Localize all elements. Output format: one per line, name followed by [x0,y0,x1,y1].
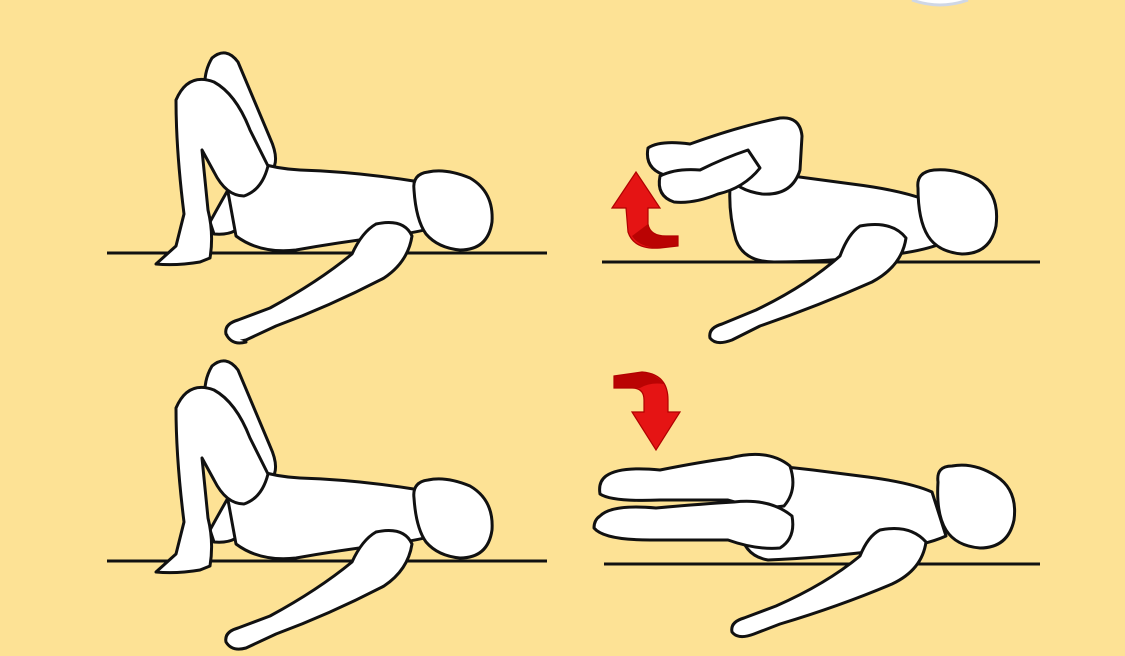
corner-circle-fragment [911,0,969,7]
panel-bridge-top [107,51,547,345]
legs-raised-figure [645,116,999,345]
legs-lowered-figure [592,452,1017,639]
panel-legs-lowered [592,371,1040,639]
curved-down-arrow-icon [613,371,682,452]
panel-bridge-bottom [107,359,547,651]
curved-up-arrow-icon [610,170,679,249]
bridge-figure [154,51,494,345]
bridge-figure [154,359,494,651]
panel-legs-raised [602,116,1040,345]
